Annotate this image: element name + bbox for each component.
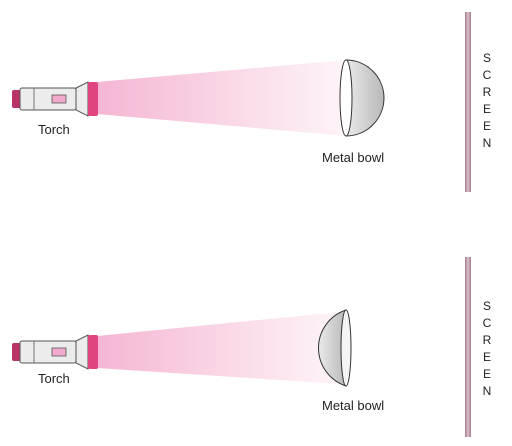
screen-letter: E xyxy=(483,119,491,133)
screen-letter: R xyxy=(483,333,492,347)
screen xyxy=(465,257,471,437)
torch-label: Torch xyxy=(38,122,70,137)
bottom-panel: Torch Metal bowl S C R E E N xyxy=(12,257,492,437)
screen-letter: S xyxy=(483,299,491,313)
bowl-rim xyxy=(339,59,353,137)
torch-label: Torch xyxy=(38,371,70,386)
torch xyxy=(12,334,98,370)
light-beam xyxy=(97,312,340,384)
torch-switch xyxy=(51,94,67,104)
bowl-label: Metal bowl xyxy=(322,398,384,413)
torch-neck xyxy=(75,334,89,370)
torch-head xyxy=(88,335,98,369)
screen-letter: R xyxy=(483,85,492,99)
bowl-rim xyxy=(340,309,352,387)
screen-label: S C R E E N xyxy=(483,51,492,150)
torch xyxy=(12,81,98,117)
screen-label: S C R E E N xyxy=(483,299,492,398)
screen-letter: N xyxy=(483,136,492,150)
torch-neck xyxy=(75,81,89,117)
screen-letter: E xyxy=(483,102,491,116)
screen-letter: N xyxy=(483,384,492,398)
top-panel: Torch Metal bowl S C R E E N xyxy=(12,12,492,192)
bowl-shell xyxy=(317,309,347,387)
screen-letter: C xyxy=(483,316,492,330)
screen-letter: E xyxy=(483,350,491,364)
torch-handle xyxy=(19,340,77,364)
torch-handle xyxy=(19,87,77,111)
screen-letter: C xyxy=(483,68,492,82)
screen-letter: E xyxy=(483,367,491,381)
screen-letter: S xyxy=(483,51,491,65)
screen xyxy=(465,12,471,192)
bowl-shell xyxy=(345,59,385,137)
torch-head xyxy=(88,82,98,116)
light-beam xyxy=(97,60,347,136)
bowl-label: Metal bowl xyxy=(322,150,384,165)
torch-switch xyxy=(51,347,67,357)
metal-bowl xyxy=(339,59,385,137)
metal-bowl xyxy=(317,309,352,387)
